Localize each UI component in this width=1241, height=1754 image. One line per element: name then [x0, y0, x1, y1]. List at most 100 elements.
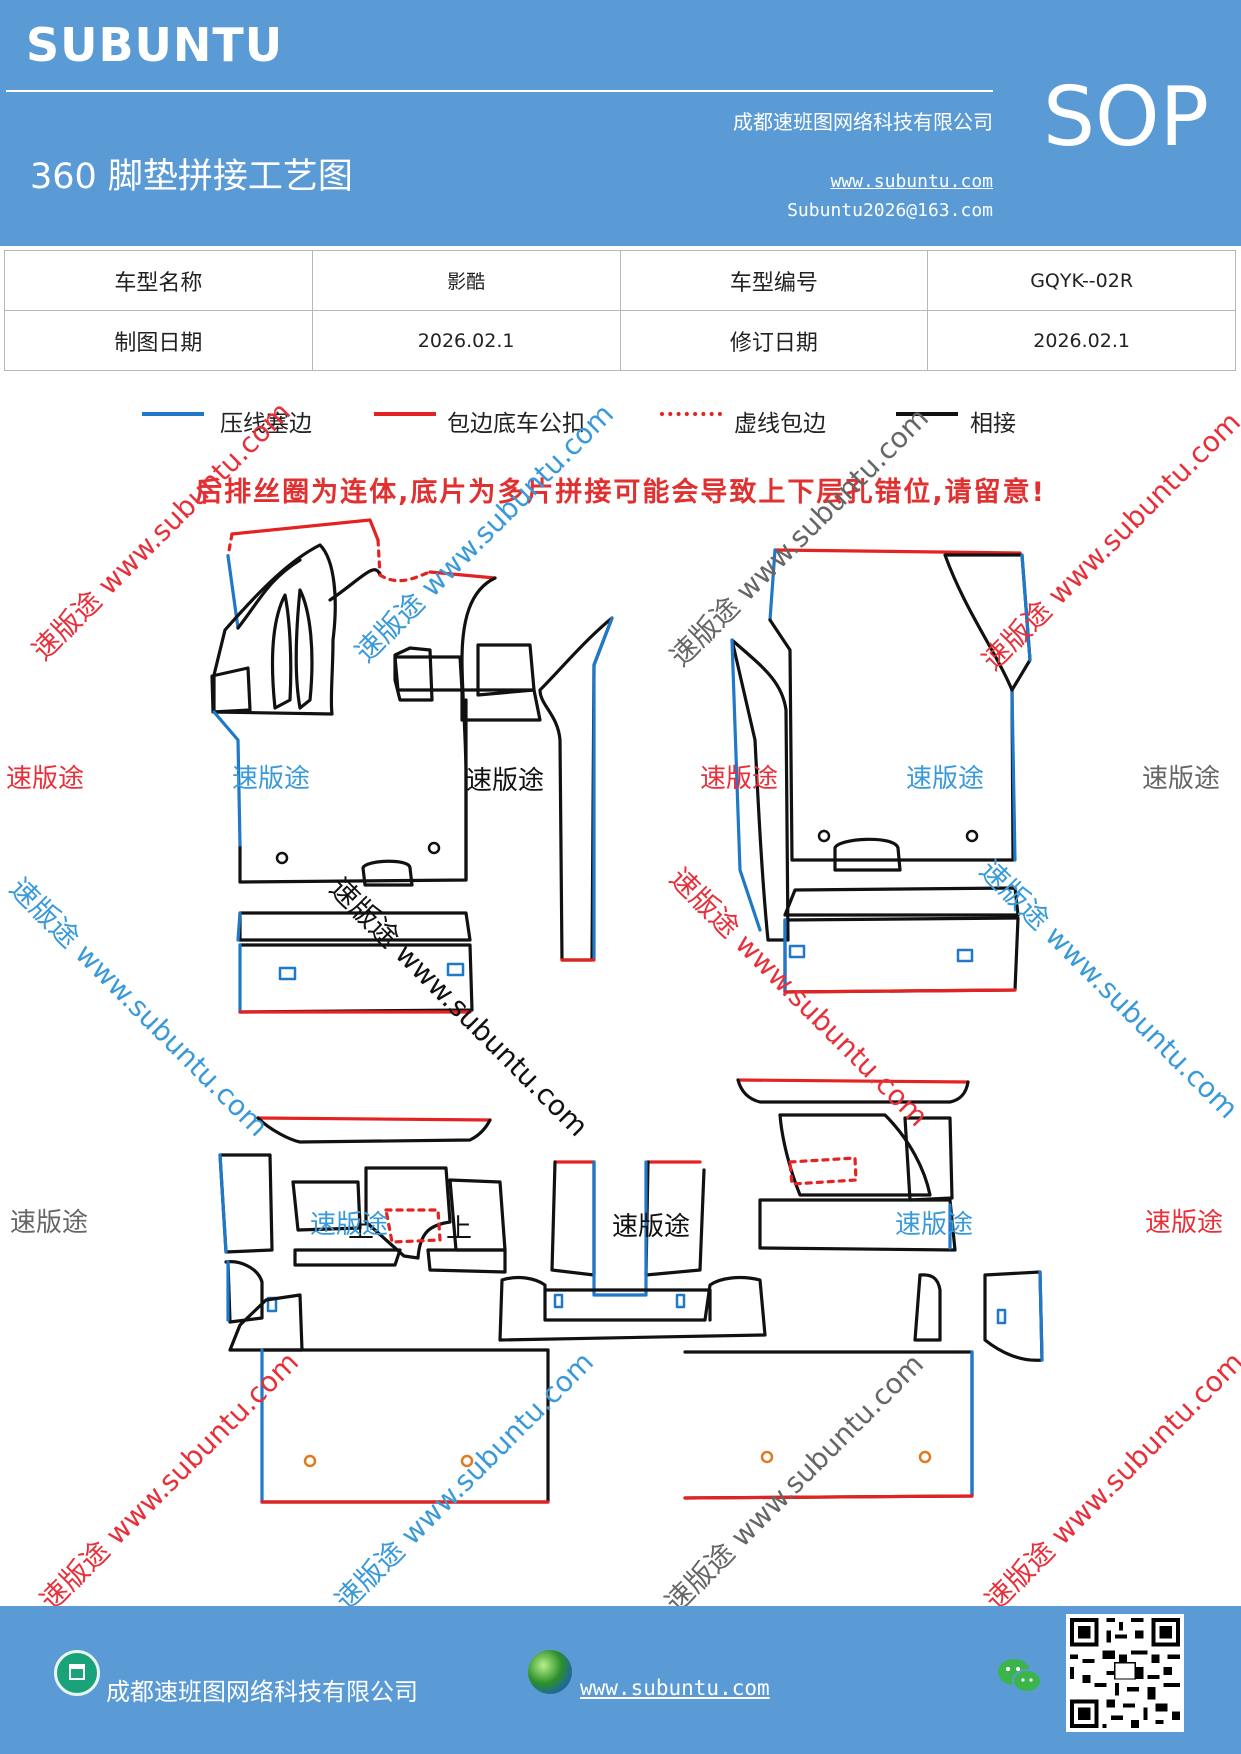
mat-piece — [783, 916, 1020, 994]
mat-piece — [592, 1160, 648, 1297]
mat-piece — [294, 588, 314, 710]
mat-piece — [270, 593, 293, 710]
mat-piece — [210, 666, 252, 714]
qr-code[interactable] — [1066, 1614, 1184, 1732]
mat-piece — [1038, 1270, 1044, 1362]
mat-piece — [768, 618, 1015, 862]
table-cell: 制图日期 — [4, 310, 313, 371]
mat-piece — [833, 837, 902, 872]
mat-piece — [730, 638, 790, 942]
mat-clip — [553, 1293, 564, 1309]
mat-piece — [230, 518, 380, 542]
watermark: 速版途 — [232, 764, 311, 794]
mat-piece — [788, 1156, 858, 1186]
mat-hole — [303, 1454, 317, 1468]
mat-piece — [476, 643, 536, 697]
legend-label: 虚线包边 — [734, 411, 826, 437]
mat-piece — [538, 616, 614, 962]
page-title: 360 脚垫拼接工艺图 — [30, 157, 353, 197]
mat-piece — [256, 1116, 492, 1122]
legend-swatch-black — [896, 412, 958, 416]
legend-swatch-blue — [142, 412, 204, 416]
table-cell: 2026.02.1 — [927, 310, 1236, 371]
legend-label: 相接 — [970, 411, 1016, 437]
mat-piece — [218, 1153, 274, 1254]
watermark: 速版途 — [6, 764, 85, 794]
globe-icon — [528, 1650, 572, 1694]
watermark: 速版途 — [895, 1210, 974, 1240]
up-label-right: 上 — [446, 1214, 472, 1244]
mat-piece — [730, 638, 762, 932]
floor-mat-drawing: 上 上 — [210, 518, 1044, 1504]
wechat-icon — [998, 1659, 1042, 1693]
mat-piece — [378, 570, 432, 583]
mat-piece — [293, 1248, 402, 1267]
mat-piece — [758, 1198, 957, 1252]
mat-clip — [956, 948, 974, 963]
line-legend: 压线塞边 包边底车公扣 虚线包边 相接 — [0, 404, 1241, 438]
mat-piece — [773, 548, 1022, 555]
header-banner: SUBUNTU 成都速班图网络科技有限公司 SOP 360 脚垫拼接工艺图 ww… — [0, 0, 1241, 246]
legend-swatch-dotted — [660, 412, 722, 416]
mat-piece — [212, 710, 242, 847]
mat-piece — [592, 616, 614, 960]
legend-label: 包边底车公扣 — [447, 411, 585, 437]
mat-hole — [460, 1454, 474, 1468]
mat-piece — [778, 1113, 932, 1197]
mat-piece — [291, 1180, 362, 1232]
watermark: 速版途 — [10, 1208, 89, 1238]
table-cell: 影酷 — [311, 250, 621, 311]
header-company: 成都速班图网络科技有限公司 — [733, 110, 993, 134]
watermark: 速版途 — [700, 764, 779, 794]
table-cell: 修订日期 — [619, 310, 929, 371]
table-cell: 车型名称 — [4, 250, 313, 311]
mat-clip — [675, 1293, 686, 1309]
table-row: 车型名称 影酷 车型编号 GQYK--02R — [4, 250, 1236, 311]
footer-company: 成都速班图网络科技有限公司 — [106, 1678, 418, 1706]
mat-piece — [218, 1153, 228, 1254]
mat-piece — [393, 646, 434, 702]
watermark: 速版途 — [612, 1212, 691, 1242]
mat-piece — [683, 1494, 974, 1500]
mat-piece — [736, 1078, 970, 1084]
mat-piece — [361, 859, 414, 887]
mat-piece — [498, 1275, 767, 1342]
vehicle-info-table: 车型名称 影酷 车型编号 GQYK--02R 制图日期 2026.02.1 修订… — [4, 250, 1236, 371]
mat-clip — [788, 944, 806, 959]
mat-piece — [228, 1293, 304, 1352]
mat-hole — [760, 1450, 774, 1464]
mat-hole — [275, 851, 289, 865]
mat-piece — [903, 1116, 954, 1202]
watermark: 速版途 — [1142, 764, 1221, 794]
table-cell: 车型编号 — [619, 250, 929, 311]
mat-piece — [236, 558, 302, 630]
mat-hole — [965, 829, 979, 843]
mat-piece — [328, 568, 382, 602]
mat-hole — [817, 829, 831, 843]
table-cell: GQYK--02R — [927, 250, 1236, 311]
table-cell: 2026.02.1 — [311, 310, 621, 371]
mat-piece — [1020, 553, 1032, 662]
legend-label: 压线塞边 — [220, 411, 312, 437]
mat-piece — [384, 1208, 442, 1244]
mat-piece — [393, 655, 464, 692]
watermark: 速版途 — [906, 764, 985, 794]
mat-piece — [768, 548, 777, 622]
mat-piece — [736, 1078, 970, 1104]
mat-piece — [543, 1288, 712, 1322]
mat-piece — [1010, 688, 1017, 862]
mat-piece — [783, 886, 1020, 917]
mat-piece — [460, 688, 542, 722]
mat-piece — [224, 1260, 264, 1324]
header-website-link[interactable]: www.subuntu.com — [830, 171, 993, 192]
brand-logo: SUBUNTU — [26, 18, 284, 72]
footer-website-link[interactable]: www.subuntu.com — [580, 1676, 770, 1700]
up-label-left: 上 — [348, 1214, 374, 1244]
sop-label: SOP — [1043, 70, 1210, 165]
header-divider — [6, 90, 993, 92]
mat-piece — [943, 553, 1032, 692]
mat-piece — [783, 988, 1017, 994]
warning-text: 后排丝圈为连体,底片为多片拼接可能会导致上下层孔错位,请留意! — [195, 477, 1046, 508]
mat-piece — [983, 1270, 1044, 1362]
mat-piece — [226, 532, 382, 577]
